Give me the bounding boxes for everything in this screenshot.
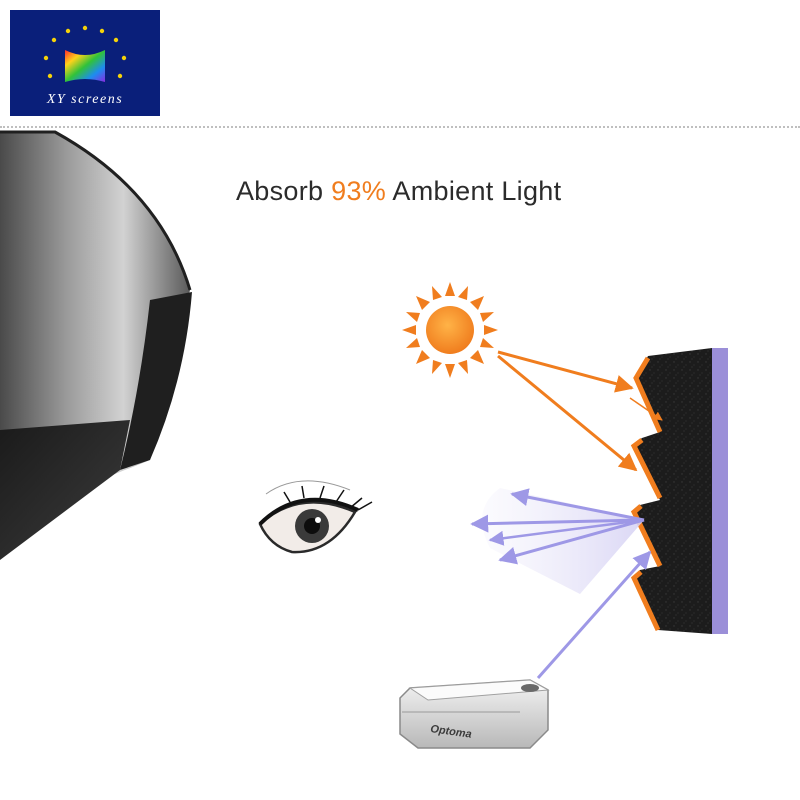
screen-backing bbox=[712, 348, 728, 634]
sun-rays-arrows bbox=[497, 350, 663, 472]
screen-cross-section bbox=[630, 348, 728, 634]
reflection-arrows bbox=[470, 488, 652, 679]
logo-text: XY screens bbox=[46, 92, 124, 107]
projector-brand-label: Optoma bbox=[430, 723, 473, 741]
logo-emblem bbox=[43, 25, 127, 82]
headline-percentage: 93% bbox=[331, 176, 387, 206]
headline: Absorb 93% Ambient Light bbox=[236, 176, 561, 207]
sun-icon bbox=[402, 282, 498, 378]
projector-icon: Optoma bbox=[399, 679, 550, 749]
brand-logo: XY screens bbox=[10, 10, 160, 116]
eye-icon bbox=[258, 480, 373, 554]
rainbow-screen-icon bbox=[65, 50, 105, 82]
headline-suffix: Ambient Light bbox=[386, 176, 562, 206]
rolled-screen-image bbox=[0, 130, 192, 560]
sawtooth-surface bbox=[632, 348, 712, 634]
dotted-divider bbox=[0, 126, 800, 128]
headline-prefix: Absorb bbox=[236, 176, 332, 206]
star-ring bbox=[43, 25, 127, 79]
